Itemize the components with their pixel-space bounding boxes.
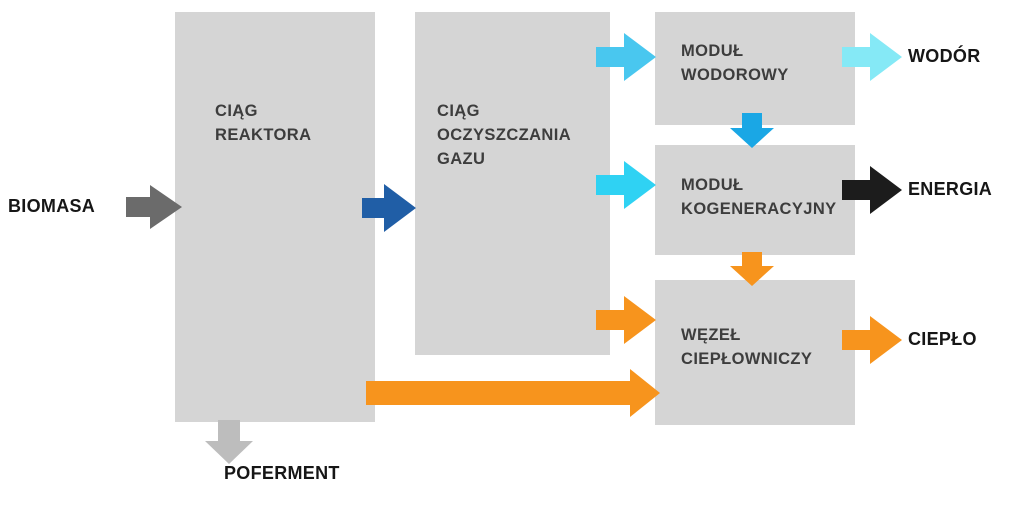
input-label: BIOMASA — [8, 196, 96, 216]
hydrogen-output-label: WODÓR — [908, 46, 981, 66]
purification-to-hydrogen-arrow — [596, 33, 656, 81]
hydrogen-to-cogeneration-arrow — [730, 113, 774, 148]
cogeneration-module-box — [655, 145, 855, 255]
reactor-box-label: CIĄG REAKTORA — [215, 102, 312, 144]
electricity-output-label: ENERGIA — [908, 179, 993, 199]
purification-to-cogeneration-arrow — [596, 161, 656, 209]
heat-output-label: CIEPŁO — [908, 329, 977, 349]
gas-purification-box-label: CIĄG OCZYSZCZANIA GAZU — [437, 102, 572, 168]
cogeneration-to-heat-arrow — [730, 252, 774, 286]
heat-output-arrow — [842, 316, 902, 364]
reactor-to-purification-arrow — [362, 184, 416, 232]
digestate-arrow — [205, 420, 253, 464]
hydrogen-output-arrow — [842, 33, 902, 81]
input-arrow — [126, 185, 182, 229]
heat-node-box — [655, 280, 855, 425]
reactor-to-heat-arrow — [366, 369, 660, 417]
gas-purification-box — [415, 12, 610, 355]
cogeneration-output-arrow — [842, 166, 902, 214]
cogeneration-module-box-label: MODUŁ KOGENERACYJNY — [681, 176, 837, 218]
purification-to-heat-arrow — [596, 296, 656, 344]
reactor-box — [175, 12, 375, 422]
digestate-label: POFERMENT — [224, 463, 340, 483]
heat-node-box-label: WĘZEŁ CIEPŁOWNICZY — [681, 326, 813, 368]
hydrogen-module-box — [655, 12, 855, 125]
hydrogen-module-box-label: MODUŁ WODOROWY — [681, 42, 789, 84]
